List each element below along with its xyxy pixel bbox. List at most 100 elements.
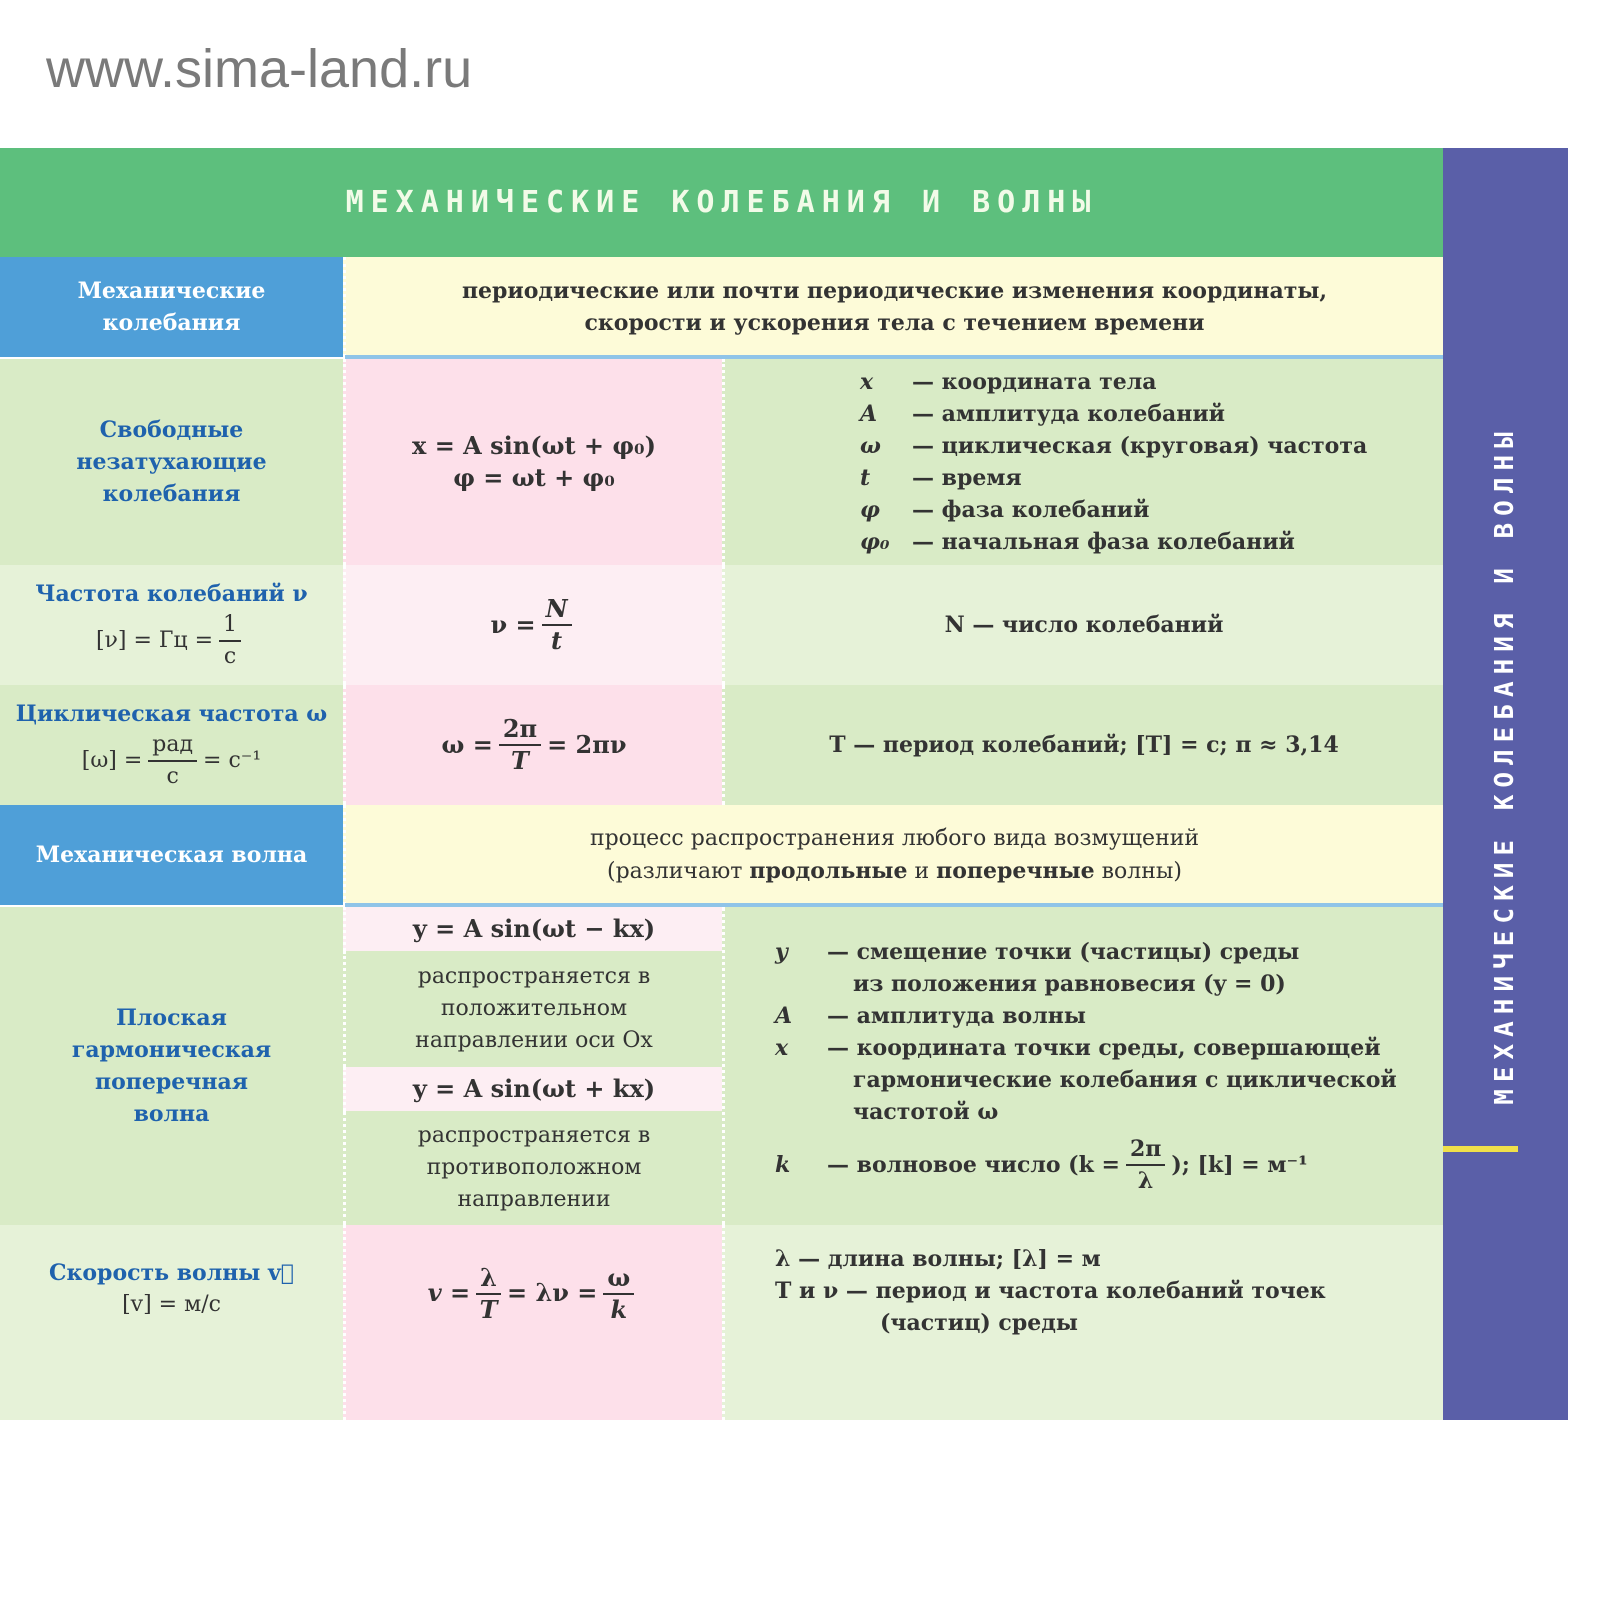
legend-item: φ — фаза колебаний [860,494,1149,526]
def-line: процесс распространения любого вида возм… [589,825,1200,851]
formula-plane-1: y = A sin(ωt − kx) [343,907,722,951]
legend-item: t — время [860,462,1022,494]
formula-plane-2: y = A sin(ωt + kx) [343,1067,722,1111]
legend-item: частотой ω [775,1096,1397,1128]
legend-plane: y — смещение точки (частицы) среды из поло… [722,907,1443,1225]
legend-text: — координата тела [912,369,1157,395]
frac-den: λ [1137,1168,1154,1194]
frac-num: 2π [498,714,542,746]
def-text: волны) [1094,858,1183,884]
legend-item: из положения равновесия (y = 0) [775,968,1397,1000]
desc-cyc: T — период колебаний; [T] = с; π ≈ 3,14 [722,685,1443,805]
symbol: A [775,1003,793,1029]
watermark: www.sima-land.ru [46,39,473,99]
legend-item: ω — циклическая (круговая) частота [860,430,1367,462]
unit: [v] = м/с [122,1292,221,1317]
frac-den: T [511,746,529,775]
frac-num: ω [603,1263,635,1295]
frac-num: 2π [1125,1134,1166,1166]
label-text: Скорость волны v⃗ [48,1260,295,1286]
symbol [775,1064,827,1096]
def-mech-osc: периодические или почти периодические из… [343,257,1443,357]
label-speed: Скорость волны v⃗ [v] = м/с [0,1225,343,1420]
side-marker [1443,1146,1518,1152]
legend-text: — координата точки среды, совершающей [827,1035,1381,1061]
label-text: Циклическая частота ω [15,701,328,727]
desc-speed: λ — длина волны; [λ] = м T и ν — период … [722,1225,1443,1420]
text-plane-1: распространяется в положительном направл… [343,951,722,1067]
symbol: x [775,1035,789,1061]
formula: v = [427,1278,471,1307]
symbol: φ [860,497,880,523]
def-bold: поперечные [936,857,1095,884]
def-line: скорости и ускорения тела с течением вре… [584,310,1205,336]
def-text: и [907,858,937,884]
frac-den: с [223,644,237,669]
legend-text: — циклическая (круговая) частота [912,433,1368,459]
frac-den: с [166,764,179,789]
desc-line: λ — длина волны; [λ] = м [775,1246,1101,1272]
legend-text: — смещение точки (частицы) среды [827,939,1300,965]
legend-text: — время [912,465,1022,491]
symbol [775,1096,827,1128]
legend-text: — начальная фаза колебаний [912,529,1295,555]
label-wave: Механическая волна [0,805,343,905]
frac-num: λ [476,1263,501,1295]
legend-item: x — координата тела [860,366,1157,398]
symbol: x [860,369,874,395]
legend-item: гармонические колебания с циклической [775,1064,1397,1096]
legend-item: y — смещение точки (частицы) среды [775,936,1397,968]
frac-den: k [610,1295,628,1324]
label-free-osc: Свободные незатухающие колебания [0,359,343,565]
legend-text: — фаза колебаний [912,497,1150,523]
formula: ω = [441,730,493,759]
side-title: МЕХАНИЧЕСКИЕ КОЛЕБАНИЯ И ВОЛНЫ [1490,425,1520,1105]
formula: x = A sin(ωt + φ₀) [412,431,656,460]
legend-text: — волновое число (k = [827,1152,1120,1178]
formula: ν = [490,610,536,639]
unit: [ν] = Гц = [95,628,214,653]
frac-num: рад [148,730,198,762]
label-mech-osc: Механические колебания [0,257,343,357]
desc-line: T и ν — период и частота колебаний точек [775,1278,1326,1304]
side-band [1443,148,1568,1420]
unit: [ω] = [81,748,143,773]
symbol: φ₀ [860,529,890,555]
frac-den: T [479,1295,498,1324]
formula-free: x = A sin(ωt + φ₀) φ = ωt + φ₀ [343,359,722,565]
symbol: A [860,401,878,427]
frac-den: t [551,626,563,655]
symbol [775,968,827,1000]
def-text: (различают [606,858,750,884]
symbol: ω [860,433,881,459]
legend-item: x — координата точки среды, совершающей [775,1032,1397,1064]
label-plane-wave: Плоская гармоническая поперечная волна [0,907,343,1225]
desc-line: (частиц) среды [880,1310,1078,1336]
frac-num: 1 [219,610,242,642]
page-title: МЕХАНИЧЕСКИЕ КОЛЕБАНИЯ И ВОЛНЫ [0,148,1443,257]
def-wave: процесс распространения любого вида возм… [343,805,1443,905]
legend-item: A — амплитуда волны [775,1000,1397,1032]
desc-freq: N — число колебаний [722,565,1443,685]
legend-text: гармонические колебания с циклической [853,1067,1397,1093]
symbol: t [860,465,871,491]
formula: = 2πν [547,730,627,759]
symbol: y [775,939,788,965]
legend-text: из положения равновесия (y = 0) [853,971,1286,997]
label-text: Частота колебаний ν [35,581,308,607]
legend-text: — амплитуда волны [827,1003,1086,1029]
legend-text: частотой ω [853,1099,999,1125]
def-line: периодические или почти периодические из… [461,278,1328,304]
formula: φ = ωt + φ₀ [453,463,615,492]
unit: = с⁻¹ [203,748,262,773]
text-plane-2: распространяется в противоположном напра… [343,1111,722,1225]
formula: = λν = [506,1278,598,1307]
symbol: k [775,1152,791,1178]
legend-item: φ₀ — начальная фаза колебаний [860,526,1295,558]
